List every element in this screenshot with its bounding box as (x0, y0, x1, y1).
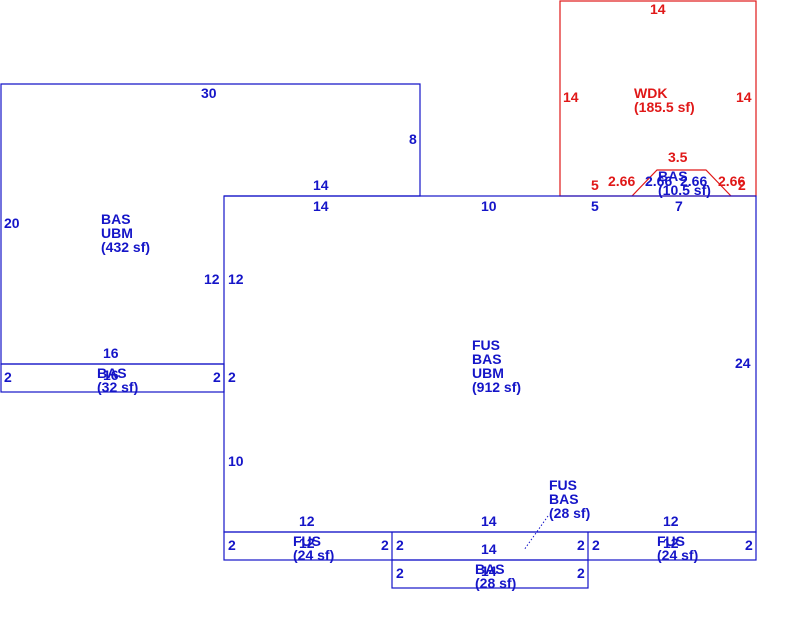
left-area-outline (0, 83, 421, 365)
bottom-bas-overlap-text: 14 (481, 563, 497, 579)
callout-leader (523, 515, 549, 551)
left-area-dim-top: 30 (201, 85, 217, 101)
bottom-mid-strip-dim-left: 2 (396, 537, 404, 553)
deck-dim-right-seg: 2 (738, 177, 746, 193)
left-strip-dim-right-outer: 2 (228, 369, 236, 385)
small-callout: FUS BAS (28 sf) (523, 477, 590, 551)
bottom-left-strip-label-line-2: (24 sf) (293, 547, 334, 563)
bay-outline (631, 169, 732, 197)
main-area-dim-left-bottom: 10 (228, 453, 244, 469)
bay-dim-right: 2.66 (680, 173, 707, 189)
deck-area: WDK (185.5 sf) 14 14 14 3.5 5 2.66 2.66 … (559, 0, 757, 197)
left-area-label-line-2: UBM (101, 225, 133, 241)
bottom-left-strip-dim-right: 2 (381, 537, 389, 553)
bottom-bas-outline (391, 559, 589, 589)
bottom-right-strip-overlap-text: 12 (663, 535, 679, 551)
left-strip-dim-left: 2 (4, 369, 12, 385)
bottom-mid-strip-dim-right: 2 (577, 537, 585, 553)
bottom-left-strip-overlap-text: 12 (299, 535, 315, 551)
deck-dim-bay-right: 2.66 (718, 173, 745, 189)
left-strip-label-line-2: (32 sf) (97, 379, 138, 395)
deck-dim-bay-top: 3.5 (668, 149, 688, 165)
left-area-dim-step-top: 14 (313, 177, 329, 193)
main-area-label-line-3: UBM (472, 365, 504, 381)
bottom-left-strip-label-line-1: FUS (293, 533, 321, 549)
bay-label-line-2: (10.5 sf) (658, 182, 711, 198)
bottom-right-strip-dim-top: 12 (663, 513, 679, 529)
main-area-label-line-4: (912 sf) (472, 379, 521, 395)
left-strip: 16 BAS (32 sf) 2 2 2 (0, 363, 236, 395)
left-strip-label-line-1: BAS (97, 365, 127, 381)
bottom-right-strip-dim-left: 2 (592, 537, 600, 553)
left-strip-overlap-text: 16 (103, 367, 119, 383)
bottom-left-strip-dim-left: 2 (228, 537, 236, 553)
left-area-dim-bottom: 16 (103, 345, 119, 361)
bottom-right-strip-dim-right: 2 (745, 537, 753, 553)
left-area-dim-right-upper: 8 (409, 131, 417, 147)
bottom-bas-label-line-2: (28 sf) (475, 575, 516, 591)
deck-label-line-1: WDK (634, 85, 667, 101)
bottom-bas-label-line-1: BAS (475, 561, 505, 577)
left-area-dim-left: 20 (4, 215, 20, 231)
main-area-dim-top-a: 14 (313, 198, 329, 214)
deck-label-line-2: (185.5 sf) (634, 99, 695, 115)
bottom-left-strip-dim-top: 12 (299, 513, 315, 529)
main-area: FUS BAS UBM (912 sf) 14 10 5 7 24 12 10 (223, 195, 757, 533)
main-area-label-line-2: BAS (472, 351, 502, 367)
deck-dim-right: 14 (736, 89, 752, 105)
bottom-right-strip-label-line-2: (24 sf) (657, 547, 698, 563)
bottom-bas: 14 BAS (28 sf) 2 2 (391, 559, 589, 591)
left-area-label-line-3: (432 sf) (101, 239, 150, 255)
main-area-dim-left-top: 12 (228, 271, 244, 287)
deck-dim-left: 14 (563, 89, 579, 105)
deck-dim-top: 14 (650, 1, 666, 17)
main-area-label-line-1: FUS (472, 337, 500, 353)
bottom-bas-dim-right: 2 (577, 565, 585, 581)
deck-dim-left-seg: 5 (591, 177, 599, 193)
bottom-bas-dim-left: 2 (396, 565, 404, 581)
left-area-label-line-1: BAS (101, 211, 131, 227)
main-area-dim-right: 24 (735, 355, 751, 371)
main-area-dim-top-b: 10 (481, 198, 497, 214)
bay-area: BAS (10.5 sf) 2.66 2.66 (645, 168, 711, 198)
main-area-dim-top-c: 5 (591, 198, 599, 214)
bottom-mid-strip-dim-top: 14 (481, 513, 497, 529)
bay-dim-left: 2.66 (645, 173, 672, 189)
main-area-dim-top-d: 7 (675, 198, 683, 214)
callout-label-line-2: BAS (549, 491, 579, 507)
bottom-mid-strip-dim-inner: 14 (481, 541, 497, 557)
deck-dim-bay-left: 2.66 (608, 173, 635, 189)
left-strip-dim-right: 2 (213, 369, 221, 385)
callout-label-line-1: FUS (549, 477, 577, 493)
left-area: BAS UBM (432 sf) 30 8 14 20 12 16 (0, 83, 421, 365)
bay-label-line-1: BAS (658, 168, 688, 184)
left-area-dim-right-lower: 12 (204, 271, 220, 287)
bottom-strips: 12 12 FUS (24 sf) 2 2 14 14 2 2 12 12 FU… (223, 513, 757, 563)
bottom-right-strip-label-line-1: FUS (657, 533, 685, 549)
callout-label-line-3: (28 sf) (549, 505, 590, 521)
